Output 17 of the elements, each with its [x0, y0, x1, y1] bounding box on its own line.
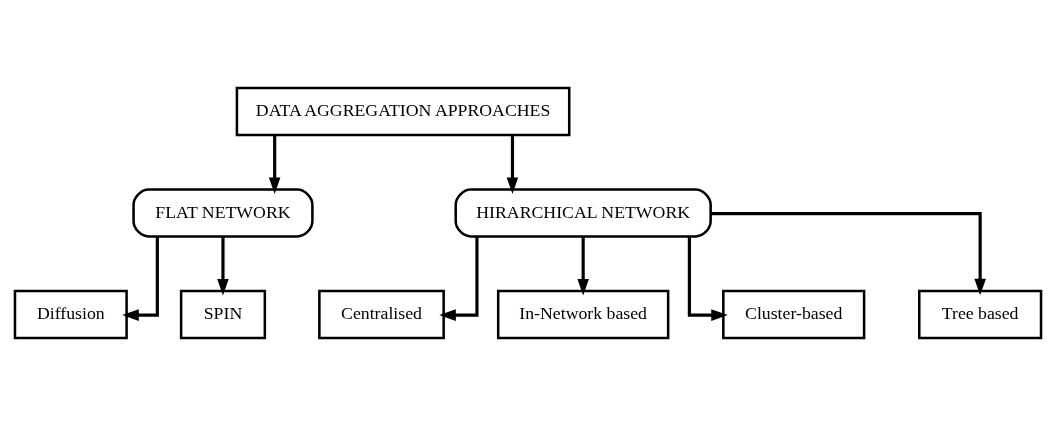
arrow	[439, 236, 479, 321]
node-box: SPIN	[179, 289, 267, 340]
node-box: DATA AGGREGATION APPROACHES	[235, 86, 571, 137]
arrow	[710, 212, 986, 296]
arrow	[217, 236, 229, 296]
node-box: HIRARCHICAL NETWORK	[454, 188, 712, 238]
node-box: Diffusion	[13, 289, 128, 340]
node-box: In-Network based	[496, 289, 670, 340]
arrow	[268, 135, 281, 195]
node-box: Centralised	[318, 289, 445, 340]
arrow	[506, 135, 519, 195]
arrow	[577, 236, 589, 296]
node-box: FLAT NETWORK	[132, 188, 314, 238]
arrow	[687, 236, 728, 321]
arrow	[122, 236, 159, 321]
node-box: Cluster-based	[722, 289, 866, 340]
node-box: Tree based	[918, 289, 1043, 340]
